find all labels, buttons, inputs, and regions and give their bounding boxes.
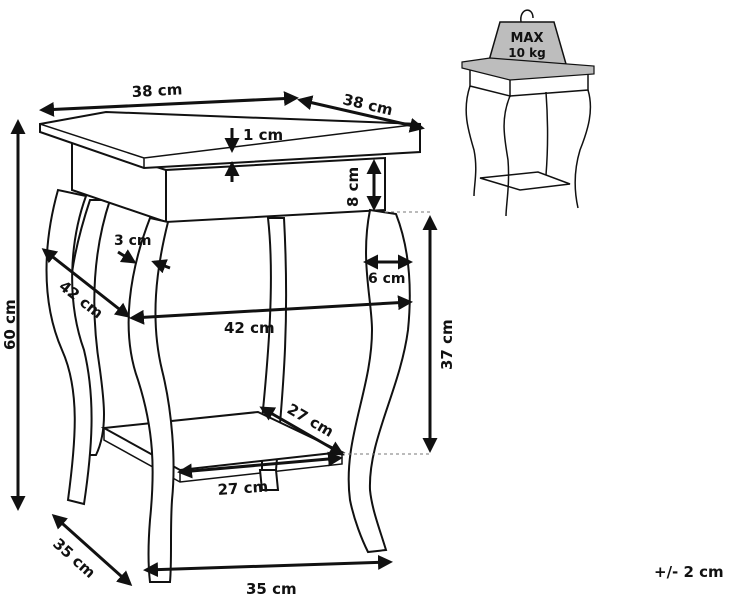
label-apron-height: 8 cm (344, 167, 362, 207)
label-shelf-width: 27 cm (217, 478, 269, 499)
label-top-thickness: 1 cm (243, 126, 283, 144)
weight-icon: MAX 10 kg (487, 9, 567, 65)
label-diagonal-front: 42 cm (224, 319, 275, 337)
label-total-height: 60 cm (1, 299, 19, 350)
label-base-depth: 35 cm (49, 535, 99, 582)
mini-leg-2 (503, 95, 511, 217)
label-leg-thickness: 3 cm (114, 233, 152, 249)
arrow-leg-thick-left (117, 249, 137, 264)
arrow-base-width (143, 554, 393, 578)
mini-leg-1 (465, 85, 477, 197)
label-top-width: 38 cm (131, 80, 182, 101)
weight-inset: MAX 10 kg (461, 9, 595, 217)
arrow-diagonal-side (41, 248, 131, 318)
weight-max-label: MAX (510, 31, 543, 46)
weight-handle (520, 9, 534, 23)
arrow-base-depth (51, 513, 133, 587)
dimension-arrows (10, 91, 438, 587)
mini-tabletop (461, 57, 595, 81)
label-leg-height: 37 cm (438, 319, 456, 370)
front-left-leg (127, 216, 175, 583)
mini-leg-4 (545, 91, 549, 176)
arrow-shelf-width (177, 451, 343, 479)
arrow-top-depth (297, 95, 425, 133)
tolerance-label: +/- 2 cm (654, 563, 724, 581)
main-table-illustration (39, 110, 421, 583)
apron-front (165, 156, 386, 224)
mini-table (461, 57, 595, 217)
arrow-top-width (39, 91, 299, 117)
arrow-leg-thick-right (151, 259, 171, 274)
mini-shelf (479, 171, 571, 191)
tabletop-edge (39, 123, 421, 168)
arrow-diagonal-front (129, 295, 413, 325)
weight-value-label: 10 kg (508, 46, 545, 60)
label-base-width: 35 cm (246, 580, 297, 598)
arrow-shelf-depth (259, 406, 345, 456)
label-leg-bulge: 6 cm (368, 271, 406, 287)
mini-leg-3 (574, 89, 592, 209)
